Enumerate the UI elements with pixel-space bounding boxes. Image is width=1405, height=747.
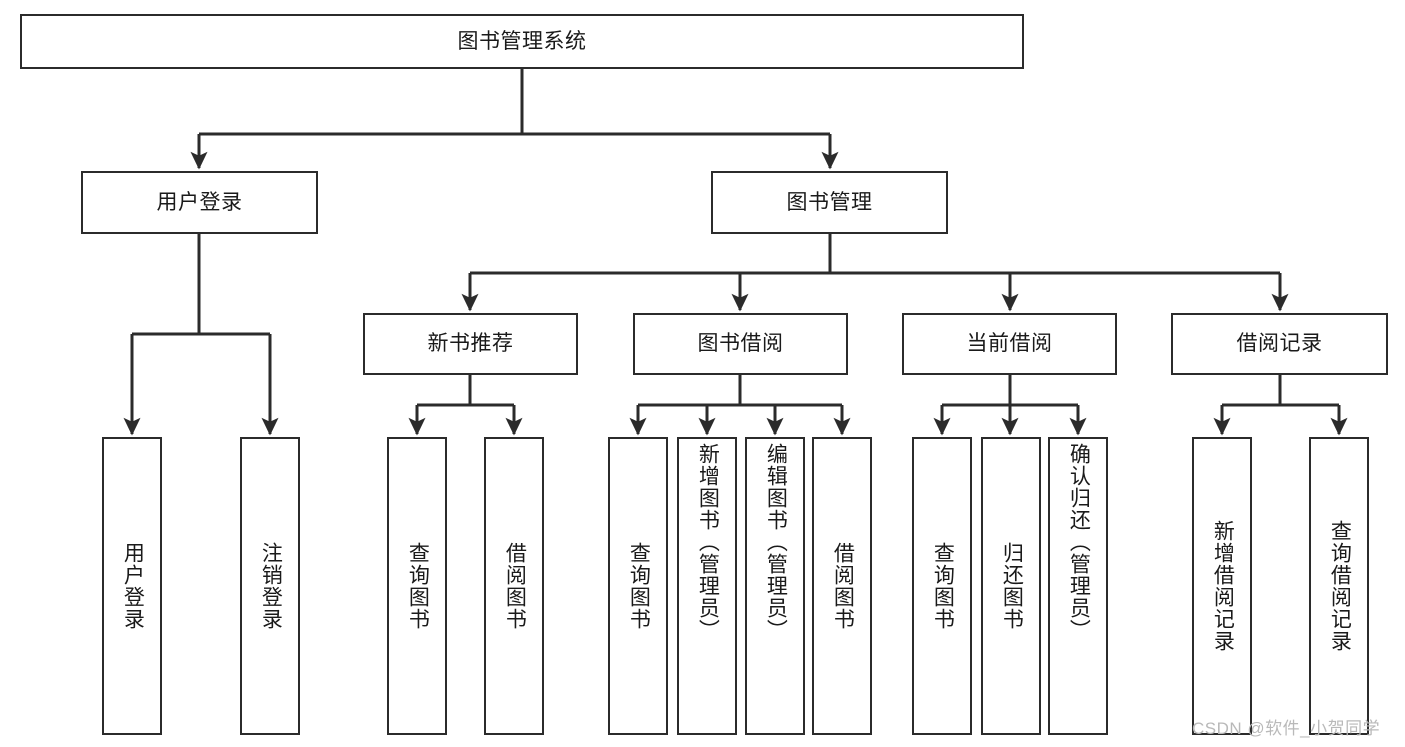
node-root-label: 图书管理系统 bbox=[457, 29, 587, 53]
node-leaf-confirm-return[interactable]: 确认归还（管理员） bbox=[1048, 437, 1108, 735]
node-leaf-query-book-2[interactable]: 查询图书 bbox=[608, 437, 668, 735]
node-leaf-borrow-book-1-label: 借阅图书 bbox=[503, 542, 527, 630]
node-leaf-query-book-3[interactable]: 查询图书 bbox=[912, 437, 972, 735]
node-leaf-query-book-1[interactable]: 查询图书 bbox=[387, 437, 447, 735]
csdn-watermark: CSDN @软件_小贺同学 bbox=[1192, 719, 1381, 738]
node-leaf-add-record-label: 新增借阅记录 bbox=[1211, 520, 1235, 652]
node-leaf-query-book-2-label: 查询图书 bbox=[627, 542, 651, 630]
node-leaf-user-login[interactable]: 用户登录 bbox=[102, 437, 162, 735]
node-leaf-query-record-label: 查询借阅记录 bbox=[1328, 520, 1352, 652]
node-borrow-record-label: 借阅记录 bbox=[1236, 332, 1323, 356]
node-new-book-recommend-label: 新书推荐 bbox=[427, 332, 514, 356]
node-book-manage[interactable]: 图书管理 bbox=[711, 171, 948, 234]
node-root[interactable]: 图书管理系统 bbox=[20, 14, 1024, 69]
node-user-login-label: 用户登录 bbox=[156, 190, 243, 214]
node-leaf-edit-book-label: 编辑图书（管理员） bbox=[764, 443, 788, 641]
node-leaf-query-record[interactable]: 查询借阅记录 bbox=[1309, 437, 1369, 735]
node-book-borrow-label: 图书借阅 bbox=[697, 332, 784, 356]
node-leaf-confirm-return-label: 确认归还（管理员） bbox=[1067, 443, 1091, 641]
node-leaf-return-book[interactable]: 归还图书 bbox=[981, 437, 1041, 735]
node-leaf-return-book-label: 归还图书 bbox=[1000, 542, 1024, 630]
node-book-manage-label: 图书管理 bbox=[786, 190, 873, 214]
node-leaf-logout-login-label: 注销登录 bbox=[259, 542, 283, 630]
node-user-login[interactable]: 用户登录 bbox=[81, 171, 318, 234]
node-leaf-add-book-label: 新增图书（管理员） bbox=[696, 443, 720, 641]
node-book-borrow[interactable]: 图书借阅 bbox=[633, 313, 848, 375]
node-leaf-query-book-3-label: 查询图书 bbox=[931, 542, 955, 630]
node-leaf-edit-book[interactable]: 编辑图书（管理员） bbox=[745, 437, 805, 735]
node-current-borrow[interactable]: 当前借阅 bbox=[902, 313, 1117, 375]
node-leaf-query-book-1-label: 查询图书 bbox=[406, 542, 430, 630]
node-borrow-record[interactable]: 借阅记录 bbox=[1171, 313, 1388, 375]
node-leaf-logout-login[interactable]: 注销登录 bbox=[240, 437, 300, 735]
node-leaf-user-login-label: 用户登录 bbox=[121, 542, 145, 630]
node-leaf-add-record[interactable]: 新增借阅记录 bbox=[1192, 437, 1252, 735]
node-leaf-borrow-book-2-label: 借阅图书 bbox=[831, 542, 855, 630]
node-leaf-borrow-book-1[interactable]: 借阅图书 bbox=[484, 437, 544, 735]
node-current-borrow-label: 当前借阅 bbox=[966, 332, 1053, 356]
node-new-book-recommend[interactable]: 新书推荐 bbox=[363, 313, 578, 375]
node-leaf-borrow-book-2[interactable]: 借阅图书 bbox=[812, 437, 872, 735]
node-leaf-add-book[interactable]: 新增图书（管理员） bbox=[677, 437, 737, 735]
